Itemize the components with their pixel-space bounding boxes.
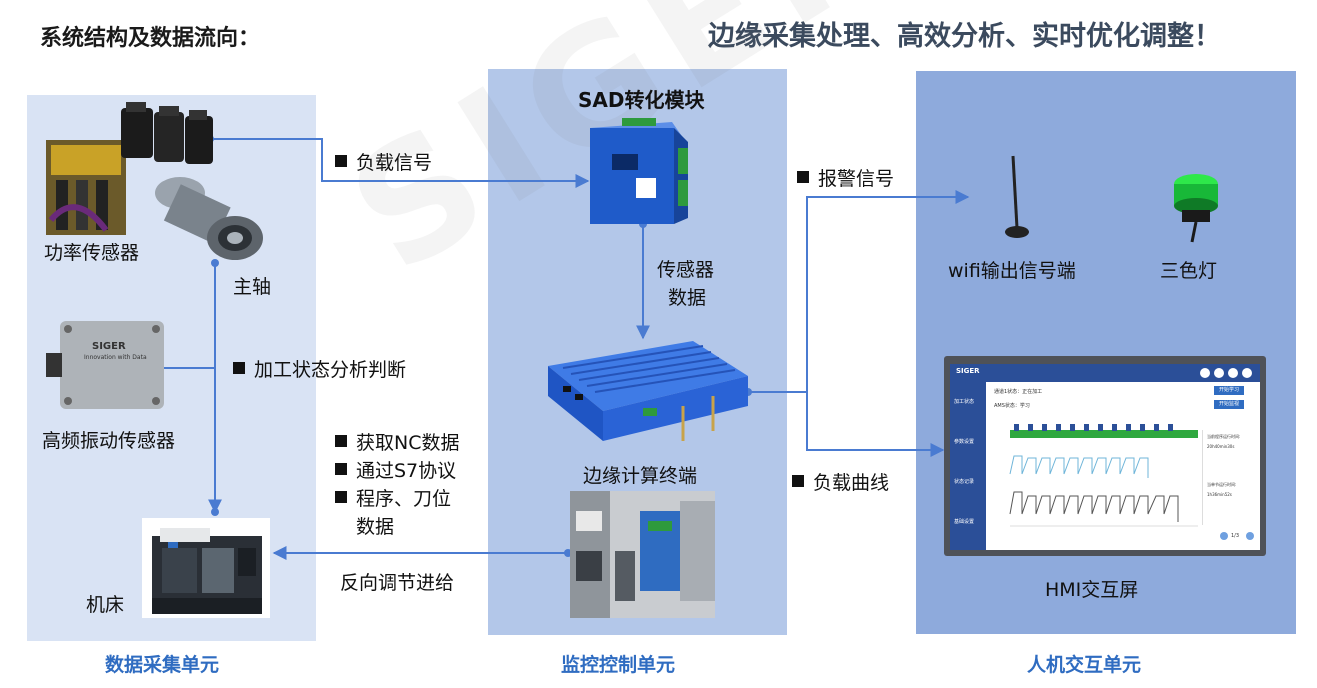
hmi-block-runtime-value: 1h36min52s <box>1207 492 1232 497</box>
hmi-round-button[interactable] <box>1228 368 1238 378</box>
hmi-program-runtime-value: 20h40min30s <box>1207 444 1235 449</box>
hmi-round-button[interactable] <box>1200 368 1210 378</box>
nc-text-1: 获取NC数据 <box>335 428 459 455</box>
power-sensor-image <box>46 102 213 235</box>
vib-tagline: Innovation with Data <box>84 354 147 361</box>
monitor-unit-label: 监控控制单元 <box>561 654 676 676</box>
hmi-screen-frame: SIGER 加工状态 参数设置 状态记录 基础设置 通道1状态：正在加工 AMS… <box>944 356 1266 556</box>
page-title-left: 系统结构及数据流向： <box>40 26 261 51</box>
sensor-data-label-1: 传感器 <box>657 259 715 281</box>
hmi-round-button[interactable] <box>1214 368 1224 378</box>
load-signal-text: 负载信号 <box>335 148 432 175</box>
hmi-block-runtime-label: 当单节运行时间: <box>1207 482 1237 487</box>
hmi-topbar: SIGER <box>950 364 1260 382</box>
hmi-menu-item[interactable]: 参数设置 <box>954 439 975 445</box>
hmi-sidebar: 加工状态 参数设置 状态记录 基础设置 <box>950 382 986 550</box>
vib-brand: SIGER <box>92 341 126 352</box>
hmi-unit-label: 人机交互单元 <box>1027 654 1142 676</box>
load-curve-text: 负载曲线 <box>792 468 889 495</box>
sensor-data-label-2: 数据 <box>668 287 707 309</box>
hmi-status-2: AMS状态：学习 <box>994 403 1030 409</box>
nc-text-2: 通过S7协议 <box>335 456 456 483</box>
wifi-antenna-image <box>1005 155 1029 238</box>
page-title-right: 边缘采集处理、高效分析、实时优化调整！ <box>708 21 1221 52</box>
hmi-brand: SIGER <box>956 367 980 375</box>
hmi-side-info: 当前程序运行时间: 20h40min30s 当单节运行时间: 1h36min52… <box>1202 430 1257 525</box>
hmi-pager: 1/3 <box>1231 533 1240 539</box>
hmi-start-learn-button[interactable]: 开始学习 <box>1214 386 1244 395</box>
hmi-round-button[interactable] <box>1242 368 1252 378</box>
alarm-text: 报警信号 <box>797 164 894 191</box>
power-sensor-label: 功率传感器 <box>44 242 140 264</box>
hmi-screen-label: HMI交互屏 <box>1045 579 1139 601</box>
edge-terminal-device-image <box>548 341 748 441</box>
load-signal-line <box>210 138 590 188</box>
analysis-text: 加工状态分析判断 <box>233 355 406 382</box>
machine-image <box>142 518 270 618</box>
hmi-screen-display: SIGER 加工状态 参数设置 状态记录 基础设置 通道1状态：正在加工 AMS… <box>950 364 1260 550</box>
hmi-start-monitor-button[interactable]: 开始监视 <box>1214 400 1244 409</box>
hmi-menu-item[interactable]: 加工状态 <box>954 399 975 405</box>
machine-label: 机床 <box>86 594 125 616</box>
hmi-load-chart <box>1009 424 1198 527</box>
nc-text-4: 数据 <box>356 516 395 538</box>
hmi-program-runtime-label: 当前程序运行时间: <box>1207 434 1241 439</box>
nc-text-3: 程序、刀位 <box>335 484 451 511</box>
vibration-sensor-image: SIGER Innovation with Data <box>46 321 164 409</box>
hmi-status-1: 通道1状态：正在加工 <box>994 389 1043 395</box>
wifi-output-label: wifi输出信号端 <box>948 260 1076 282</box>
spindle-image <box>155 177 263 260</box>
load-curve-line <box>806 392 945 457</box>
tri-light-label: 三色灯 <box>1160 260 1218 282</box>
hmi-menu-item[interactable]: 基础设置 <box>954 519 975 525</box>
hmi-prev-page-button[interactable] <box>1220 532 1228 540</box>
feedback-text: 反向调节进给 <box>340 572 455 594</box>
sad-module-image <box>590 118 688 224</box>
edge-terminal-label: 边缘计算终端 <box>583 465 698 487</box>
alarm-line <box>748 190 970 393</box>
vibration-sensor-label: 高频振动传感器 <box>42 430 176 452</box>
tri-color-light-image <box>1174 174 1218 243</box>
spindle-label: 主轴 <box>233 276 272 298</box>
edge-terminal-photo <box>570 491 715 618</box>
sad-module-label: SAD转化模块 <box>578 88 705 112</box>
collect-unit-label: 数据采集单元 <box>105 654 220 676</box>
hmi-menu-item[interactable]: 状态记录 <box>954 479 975 485</box>
hmi-next-page-button[interactable] <box>1246 532 1254 540</box>
